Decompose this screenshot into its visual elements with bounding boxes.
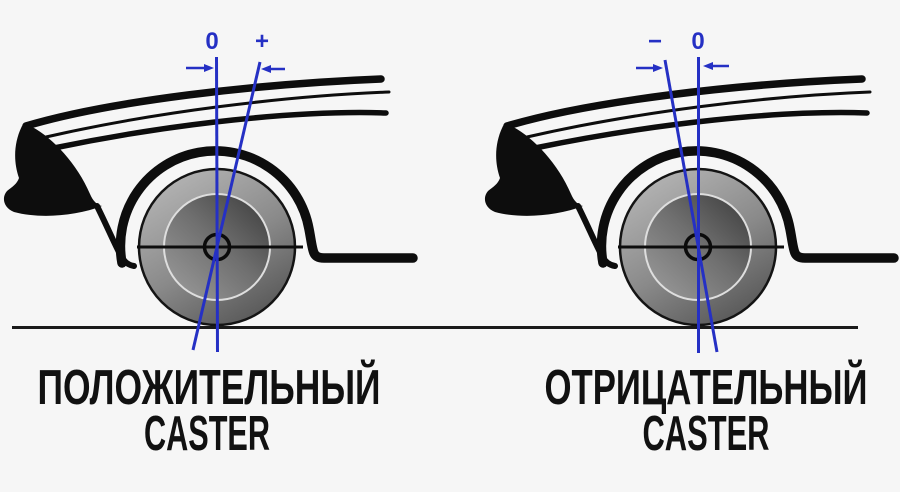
zero-angle-label: 0 bbox=[205, 28, 218, 55]
arrowhead-right-icon bbox=[653, 64, 663, 72]
arrowhead-left-icon bbox=[261, 65, 271, 73]
arrowhead-left-icon bbox=[703, 62, 713, 70]
negative-caster-annotations: − 0 bbox=[636, 28, 729, 353]
arrowhead-right-icon bbox=[204, 64, 214, 72]
steering-axis-line bbox=[191, 61, 262, 351]
negative-caster-caption-line1: ОТРИЦАТЕЛЬНЫЙ bbox=[545, 360, 868, 415]
vertical-reference-line bbox=[215, 56, 219, 353]
positive-caster-caption-line1: ПОЛОЖИТЕЛЬНЫЙ bbox=[38, 360, 381, 415]
negative-angle-label: − bbox=[648, 28, 662, 55]
zero-angle-label: 0 bbox=[691, 28, 704, 55]
positive-caster-annotations: 0 + bbox=[186, 28, 285, 353]
positive-angle-label: + bbox=[255, 28, 269, 55]
positive-caster-caption-line2: CASTER bbox=[144, 407, 270, 461]
negative-caster-caption-line2: CASTER bbox=[643, 407, 770, 461]
steering-axis-line bbox=[663, 59, 719, 353]
